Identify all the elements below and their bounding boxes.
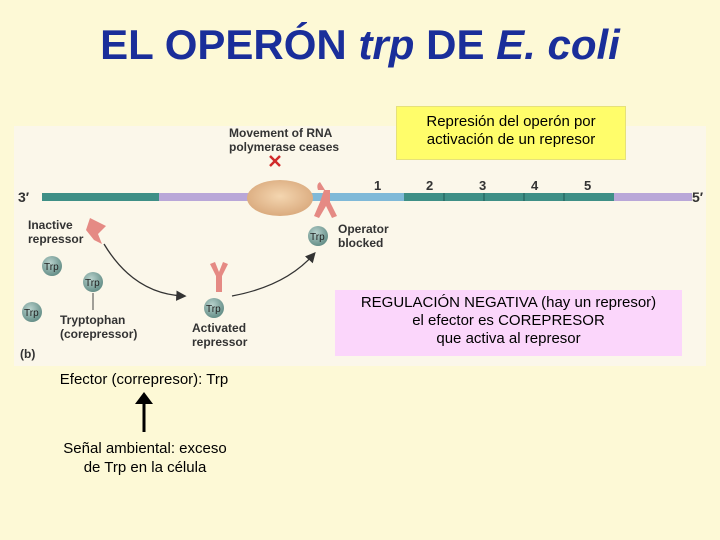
signal-line-2: de Trp en la célula (83, 458, 207, 476)
tryptophan-label-2: (corepressor) (60, 327, 137, 341)
regulation-note-line-1: REGULACIÓN NEGATIVA (hay un represor) (360, 294, 657, 311)
trp-bead-free-2 (83, 272, 103, 292)
trp-bead-free-3 (22, 302, 42, 322)
gene-1: 1 (374, 178, 381, 193)
gene-3: 3 (479, 178, 486, 193)
trp-bead-activated (204, 298, 224, 318)
repression-note: Represión del operón por activación de u… (396, 106, 626, 160)
arrow-active-to-operator (231, 252, 316, 297)
stop-mark-icon (269, 155, 281, 167)
regulation-note-line-3: que activa al represor (436, 330, 581, 347)
dna-5-prime: 5′ (692, 189, 704, 205)
arrow-inactive-to-active (103, 243, 187, 301)
activated-repressor (210, 262, 228, 292)
gene-4: 4 (531, 178, 539, 193)
inactive-repressor (86, 218, 106, 244)
trp-bead-free-1 (42, 256, 62, 276)
effector-label: Efector (correpresor): Trp (59, 371, 229, 388)
operator-label-1: Operator (338, 222, 389, 236)
repression-note-line-2: activación de un represor (426, 131, 596, 148)
trp-free-1-label: Trp (44, 262, 59, 273)
dna-3-prime: 3′ (18, 189, 30, 205)
trp-free-3-label: Trp (24, 308, 39, 319)
rna-polymerase (247, 180, 313, 216)
operator-label-2: blocked (338, 236, 383, 250)
repression-note-line-1: Represión del operón por (426, 113, 596, 130)
bound-repressor (314, 182, 337, 218)
trp-activated-label: Trp (206, 304, 221, 315)
regulation-note-line-2: el efector es COREPRESOR (412, 312, 605, 329)
panel-label: (b) (20, 347, 35, 361)
activated-label-1: Activated (192, 321, 246, 335)
dna-strand (42, 193, 692, 201)
page-title: EL OPERÓN trp DE E. coli (100, 21, 620, 68)
operon-diagram-svg: Movement of RNA polymerase ceases 3′ 5′ (18, 126, 704, 361)
tryptophan-label-1: Tryptophan (60, 313, 125, 327)
movement-label-1: Movement of RNA (229, 126, 333, 140)
activated-label-2: repressor (192, 335, 248, 349)
gene-5: 5 (584, 178, 591, 193)
inactive-label-1: Inactive (28, 218, 73, 232)
signal-text: Señal ambiental: exceso de Trp en la cél… (38, 440, 252, 478)
trp-bound-label: Trp (310, 232, 325, 243)
trp-bead-bound (308, 226, 328, 246)
gene-2: 2 (426, 178, 433, 193)
trp-free-2-label: Trp (85, 278, 100, 289)
regulation-note: REGULACIÓN NEGATIVA (hay un represor) el… (335, 290, 682, 356)
up-arrow-icon (135, 392, 153, 432)
signal-line-1: Señal ambiental: exceso (63, 440, 227, 457)
movement-label-2: polymerase ceases (229, 140, 339, 154)
inactive-label-2: repressor (28, 232, 84, 246)
